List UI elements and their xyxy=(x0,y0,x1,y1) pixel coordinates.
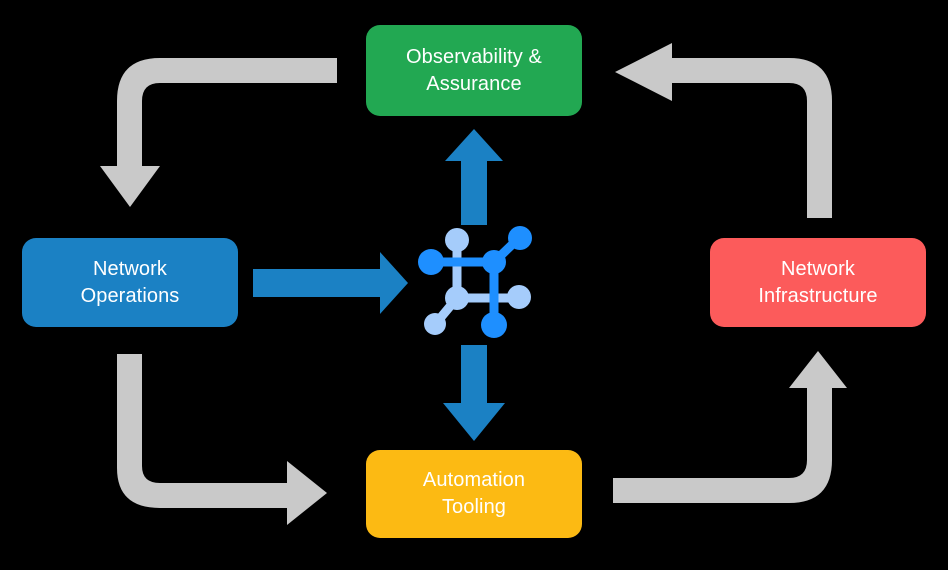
node-automation-tooling[interactable]: Automation Tooling xyxy=(366,450,582,538)
node-network-operations-label: Network Operations xyxy=(80,257,180,307)
arrow-automation-to-infrastructure xyxy=(613,351,847,503)
node-automation-tooling-label: Automation Tooling xyxy=(422,469,526,518)
arrow-operations-to-center xyxy=(253,252,408,314)
node-observability-label: Observability & Assurance xyxy=(406,45,542,95)
node-network-infrastructure-label: Network Infrastructure xyxy=(758,257,878,307)
arrow-infrastructure-to-observability xyxy=(615,43,832,218)
arrow-observability-to-operations xyxy=(100,58,337,207)
node-network-operations[interactable]: Network Operations xyxy=(22,238,238,327)
arrow-center-to-observability xyxy=(445,129,503,225)
node-network-infrastructure[interactable]: Network Infrastructure xyxy=(710,238,926,327)
arrow-operations-to-automation xyxy=(117,354,327,525)
network-topology-icon xyxy=(418,226,532,338)
arrow-center-to-automation xyxy=(443,345,505,441)
node-observability-assurance[interactable]: Observability & Assurance xyxy=(366,25,582,116)
